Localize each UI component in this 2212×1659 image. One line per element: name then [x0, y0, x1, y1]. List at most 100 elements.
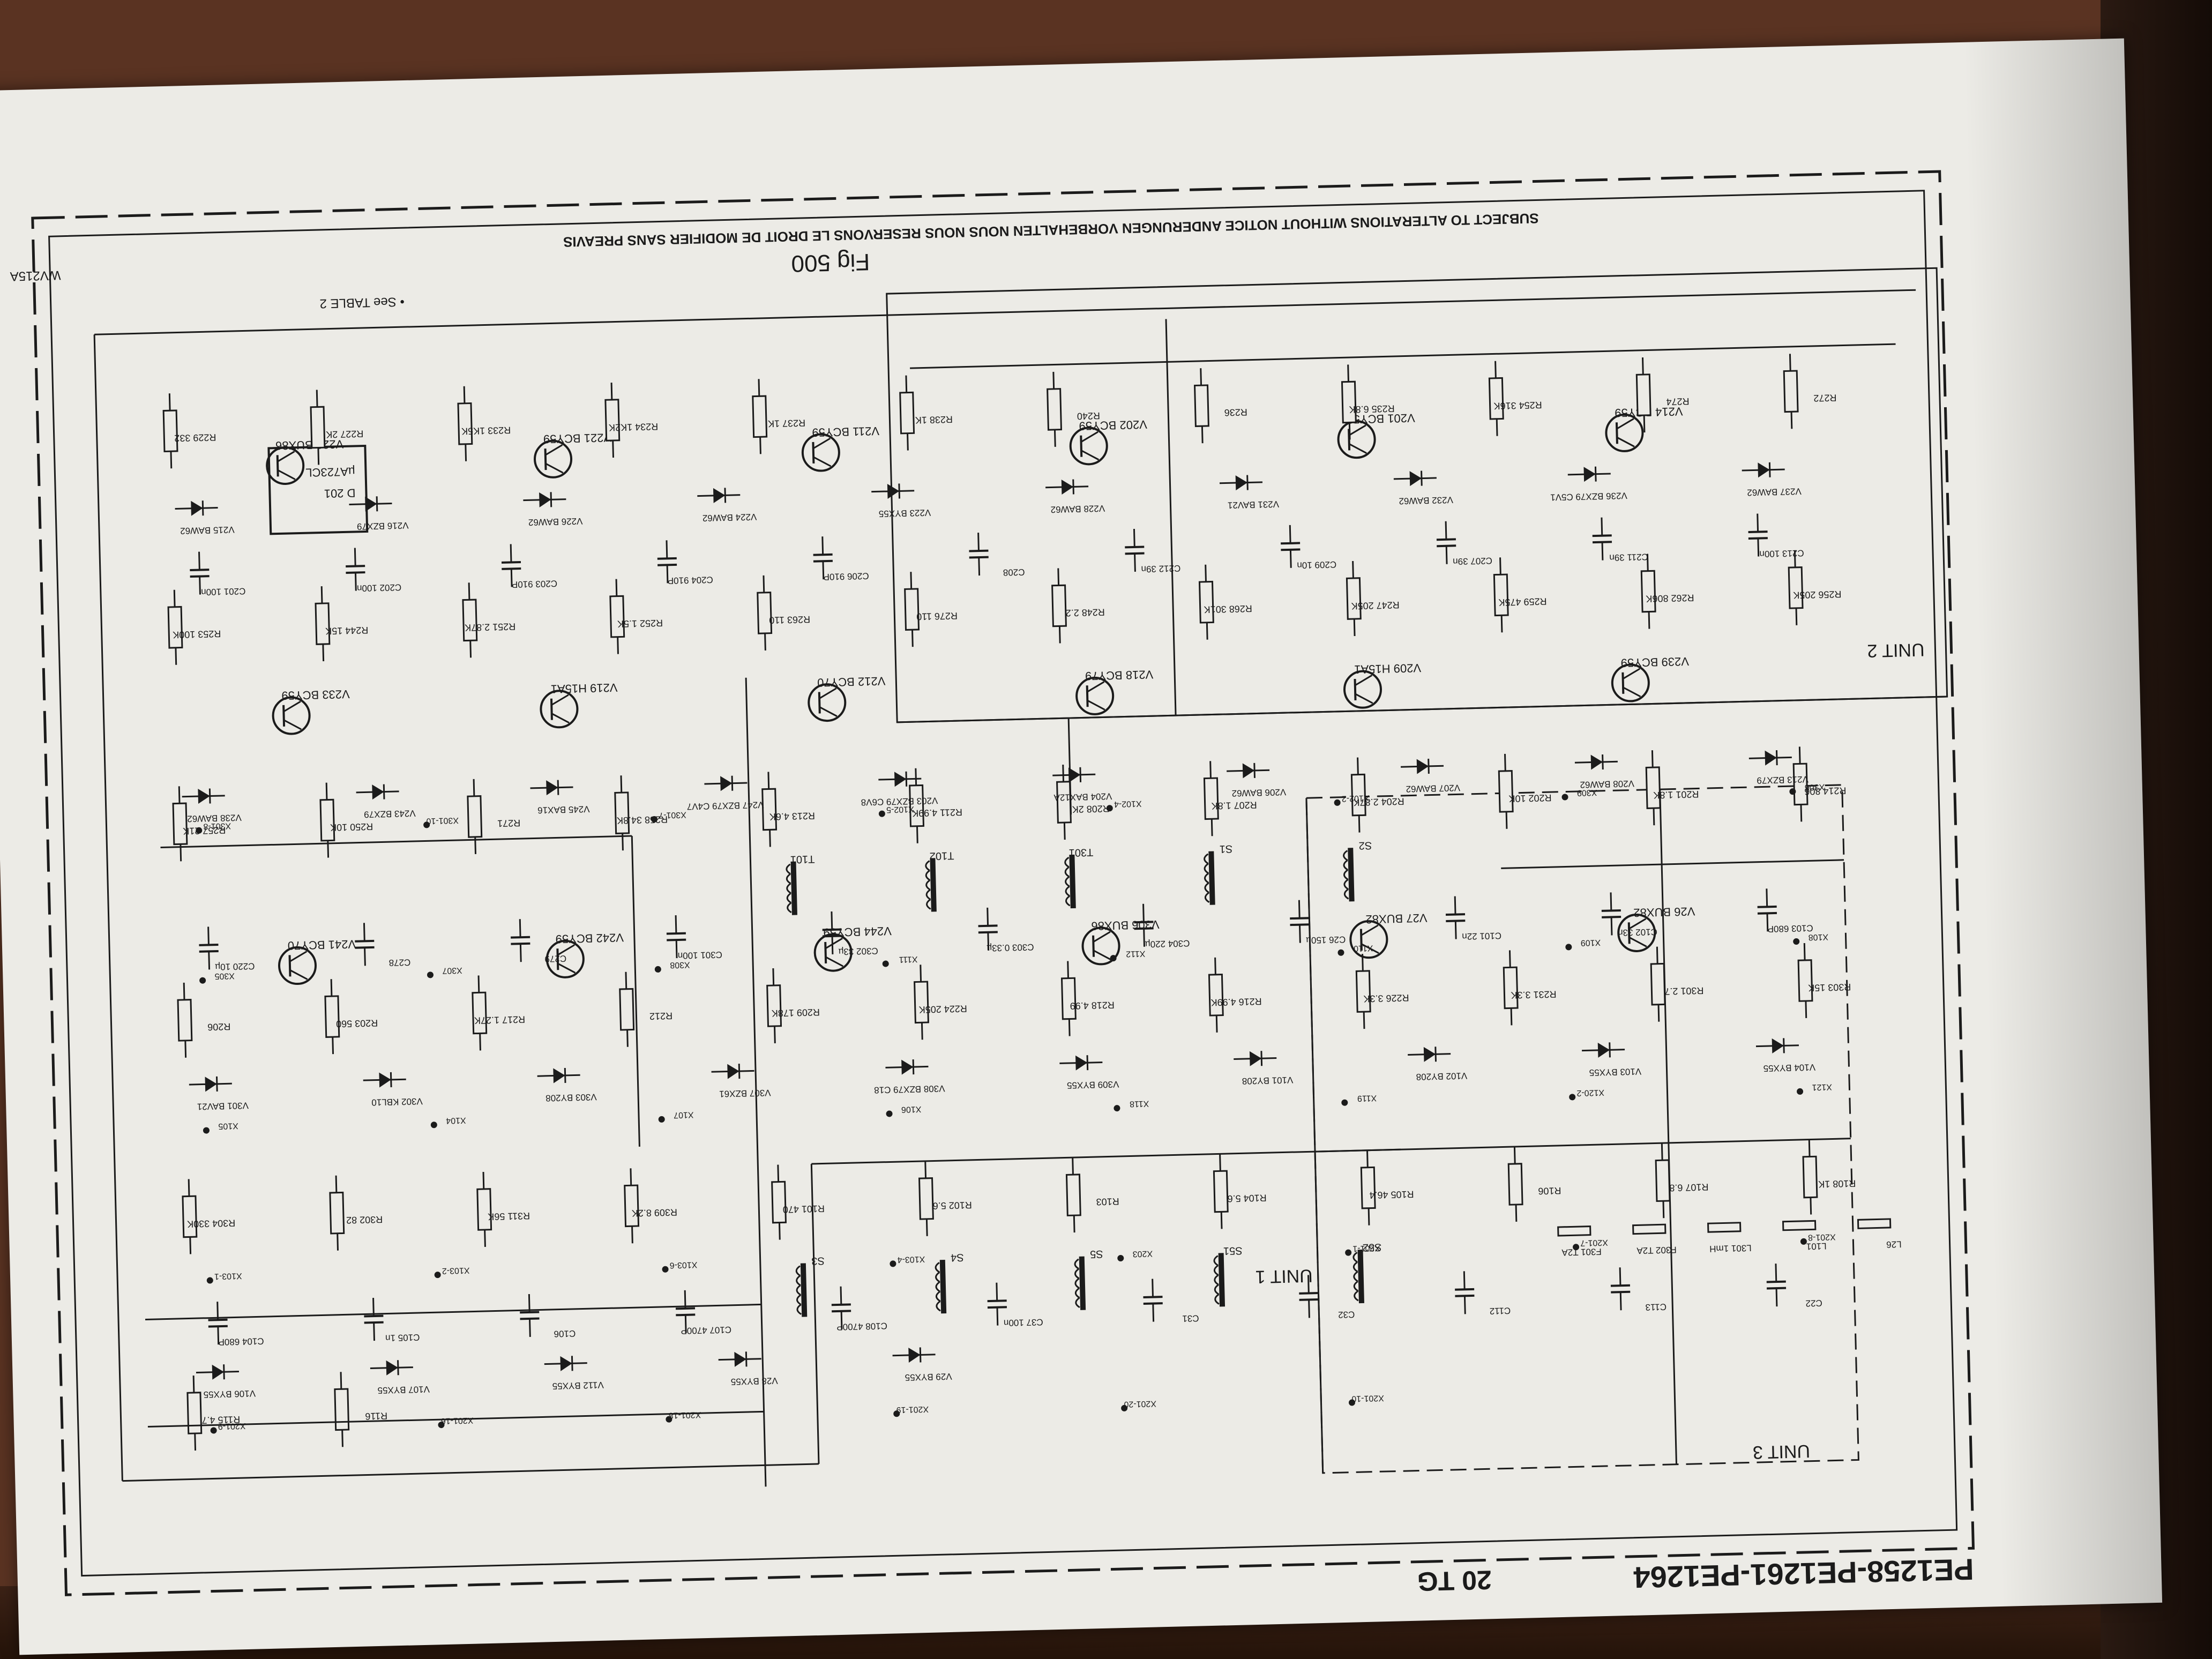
diode-1: V216 BZX79 — [349, 496, 409, 532]
transformer-label: S1 — [1219, 843, 1232, 855]
diode-label: V245 BAX16 — [537, 804, 590, 815]
fuse-3: L101 — [1782, 1220, 1827, 1252]
diode-24: V308 BZX79 C18 — [874, 1059, 945, 1095]
connector-label: X103-4 — [897, 1254, 925, 1264]
connector-19: X106 — [886, 1104, 922, 1117]
resistor-label: R209 178K — [772, 1007, 820, 1019]
page-code-block: 20 TG — [1417, 1565, 1492, 1596]
resistor-9: R254 316K — [1488, 361, 1542, 436]
resistor-48: R304 330K — [182, 1179, 235, 1254]
diode-label: V29 BYX55 — [905, 1371, 952, 1382]
connector-label: X201-7 — [1580, 1238, 1608, 1247]
diode-label: V247 BZX79 C4V7 — [687, 799, 764, 812]
resistor-label: R247 205K — [1351, 600, 1400, 611]
capacitor-label: C103 680P — [1767, 923, 1813, 934]
resistor-43: R216 4.99K — [1208, 957, 1262, 1033]
resistor-49: R302 82 — [329, 1175, 383, 1251]
resistor-label: R211 4.99K — [912, 807, 962, 819]
connector-13: X110 — [1337, 943, 1373, 956]
diode-label: V243 BZX79 — [364, 808, 416, 819]
wire-7 — [810, 1164, 820, 1464]
resistor-46: R301 2.7 — [1650, 946, 1704, 1022]
capacitor-label: C107 4700P — [681, 1325, 731, 1336]
wire-5 — [1305, 798, 1324, 1473]
connector-6: X309 — [1561, 788, 1597, 801]
capacitor-31: C113 — [1610, 1267, 1667, 1312]
connector-layer: X301-8X301-10X301-7X102-5X102-4X102-2X30… — [196, 782, 1836, 1434]
diode-label: V213 BZX79 — [1757, 774, 1809, 786]
transistor-label: V201 BCY59 — [1347, 411, 1415, 426]
resistor-label: R271 — [497, 818, 521, 829]
diode-7: V232 BAW62 — [1393, 470, 1453, 506]
resistor-label: R226 3.3K — [1363, 992, 1409, 1004]
ic-label-g: D 201 µA723CL — [305, 465, 356, 500]
diode-label: V302 KBL10 — [371, 1096, 423, 1107]
diode-27: V102 BY208 — [1408, 1047, 1467, 1082]
connector-16: X105 — [203, 1121, 238, 1134]
transformer-1: T102 — [925, 849, 954, 912]
connector-34: X201-18 — [666, 1410, 701, 1423]
transistor-8: V212 BCY70 — [808, 674, 886, 722]
resistor-28: R213 4.6K — [761, 772, 816, 847]
diode-3: V224 BAW62 — [697, 488, 757, 523]
diode-11: V243 BZX79 — [356, 784, 416, 819]
connector-label: X307 — [442, 966, 462, 975]
resistor-label: R104 5.6 — [1227, 1192, 1267, 1204]
connector-label: X104 — [446, 1116, 466, 1125]
resistor-label: R116 — [365, 1410, 387, 1422]
capacitor-15: C302 33µ — [822, 911, 878, 957]
capacitor-10: C213 100n — [1748, 513, 1804, 559]
diode-16: V206 BAW62 — [1227, 763, 1286, 798]
transistor-9: V218 BCY79 — [1075, 668, 1154, 715]
capacitor-label: C104 680P — [218, 1336, 264, 1347]
diode-33: V28 BYX55 — [718, 1351, 778, 1387]
capacitor-label: C101 22n — [1462, 930, 1501, 941]
connector-label: X201-18 — [668, 1410, 701, 1419]
resistor-label: R213 4.6K — [769, 810, 816, 822]
resistor-label: R235 6.8K — [1349, 403, 1395, 415]
connector-15: X108 — [1793, 932, 1828, 945]
connector-28: X203 — [1117, 1249, 1153, 1261]
capacitor-23: C105 1n — [364, 1298, 420, 1343]
diode-label: V104 BYX55 — [1763, 1062, 1815, 1073]
resistor-label: R208 2K — [1072, 803, 1110, 815]
transistor-6: V233 BCY59 — [272, 687, 350, 735]
transformer-label: S4 — [951, 1251, 964, 1264]
connector-12: X112 — [1110, 949, 1146, 962]
wire-3 — [745, 677, 767, 1487]
connector-label: X201-9 — [218, 1421, 246, 1431]
resistor-32: R204 2.87K — [1350, 757, 1404, 833]
diode-label: V207 BAW62 — [1406, 783, 1460, 794]
wire-2 — [122, 1463, 819, 1482]
capacitor-9: C211 39n — [1592, 517, 1648, 563]
transistor-label: V212 BCY70 — [817, 674, 886, 689]
transformer-label: T102 — [929, 849, 954, 862]
resistor-15: R252 1.5K — [609, 579, 663, 654]
model-title: PE1258-PE1261-PE1264 — [1633, 1552, 1974, 1594]
transformer-5: S3 — [795, 1255, 825, 1317]
capacitor-label: C209 10n — [1297, 559, 1336, 571]
resistor-11: R272 — [1783, 354, 1837, 429]
resistor-label: R301 2.7 — [1664, 985, 1704, 997]
transistor-16: V27 BUX82 — [1349, 911, 1428, 959]
resistor-10: R274 — [1635, 357, 1690, 433]
transformer-2: T301 — [1064, 846, 1094, 909]
figure-label: Fig 500 — [791, 249, 870, 277]
diode-label: V301 BAV21 — [197, 1100, 249, 1111]
transformer-label: T301 — [1068, 846, 1093, 858]
resistor-18: R248 2.2 — [1051, 568, 1105, 644]
transistor-10: V209 H15A1 — [1343, 661, 1421, 709]
diode-label: V307 BZX61 — [719, 1088, 771, 1099]
resistor-label: R254 316K — [1493, 400, 1542, 412]
resistor-16: R263 110 — [757, 575, 810, 651]
connector-label: X309 — [1577, 788, 1597, 797]
connector-label: X308 — [670, 960, 690, 969]
transformer-7: S5 — [1074, 1248, 1103, 1310]
connector-label: X305 — [214, 971, 235, 981]
diode-34: V29 BYX55 — [892, 1347, 952, 1382]
diode-14: V203 BZX79 C6V8 — [861, 771, 938, 808]
resistor-label: R108 1K — [1818, 1178, 1856, 1190]
resistor-35: R214 806 — [1792, 746, 1847, 822]
